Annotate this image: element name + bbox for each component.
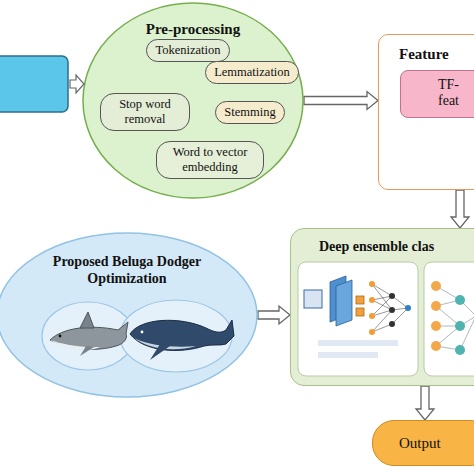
step-label: Stemming [224, 105, 276, 120]
step-pill: Lemmatization [205, 61, 299, 84]
feature-inner-box: TF- feat [400, 70, 474, 118]
block-arrow [416, 386, 434, 420]
step-pill: Tokenization [146, 39, 230, 62]
step-pill: Word to vector embedding [156, 141, 264, 179]
node-heading: TF- feat [427, 77, 471, 111]
feature-box: FeatureTF- feat [378, 34, 474, 190]
step-pill: Stop word removal [100, 93, 190, 131]
node-heading: Feature [399, 45, 474, 63]
ellipse-shape [0, 233, 257, 397]
step-label: Stop word removal [109, 97, 181, 127]
input-arrow [70, 75, 84, 93]
cnn-picture [304, 276, 411, 358]
node-heading: Proposed Beluga Dodger Optimization [31, 254, 223, 288]
input-box [0, 56, 68, 112]
ellipse-shape [83, 3, 303, 198]
node-heading: Pre-processing [82, 20, 304, 38]
block-arrow [258, 306, 290, 324]
cnn-panel [298, 262, 418, 376]
shark-ellipse [42, 302, 134, 370]
whale-picture [130, 320, 234, 360]
classifier-box: Deep ensemble clas [290, 228, 474, 386]
optimization-ellipse: Proposed Beluga Dodger Optimization [0, 232, 258, 398]
node-heading: Deep ensemble clas [319, 239, 474, 256]
step-pill: Stemming [215, 101, 285, 124]
step-label: Word to vector embedding [165, 145, 255, 175]
node-heading: Output [399, 434, 474, 452]
network-picture [431, 281, 474, 355]
block-arrow [451, 190, 469, 228]
process-group-ellipse: Pre-processingTokenizationLemmatizationS… [82, 2, 304, 199]
whale-ellipse [120, 300, 232, 372]
block-arrow [304, 92, 378, 110]
shark-picture [50, 312, 128, 356]
output-box: Output [372, 420, 474, 466]
step-label: Lemmatization [214, 65, 290, 80]
network-panel [424, 262, 474, 376]
step-label: Tokenization [155, 43, 221, 58]
